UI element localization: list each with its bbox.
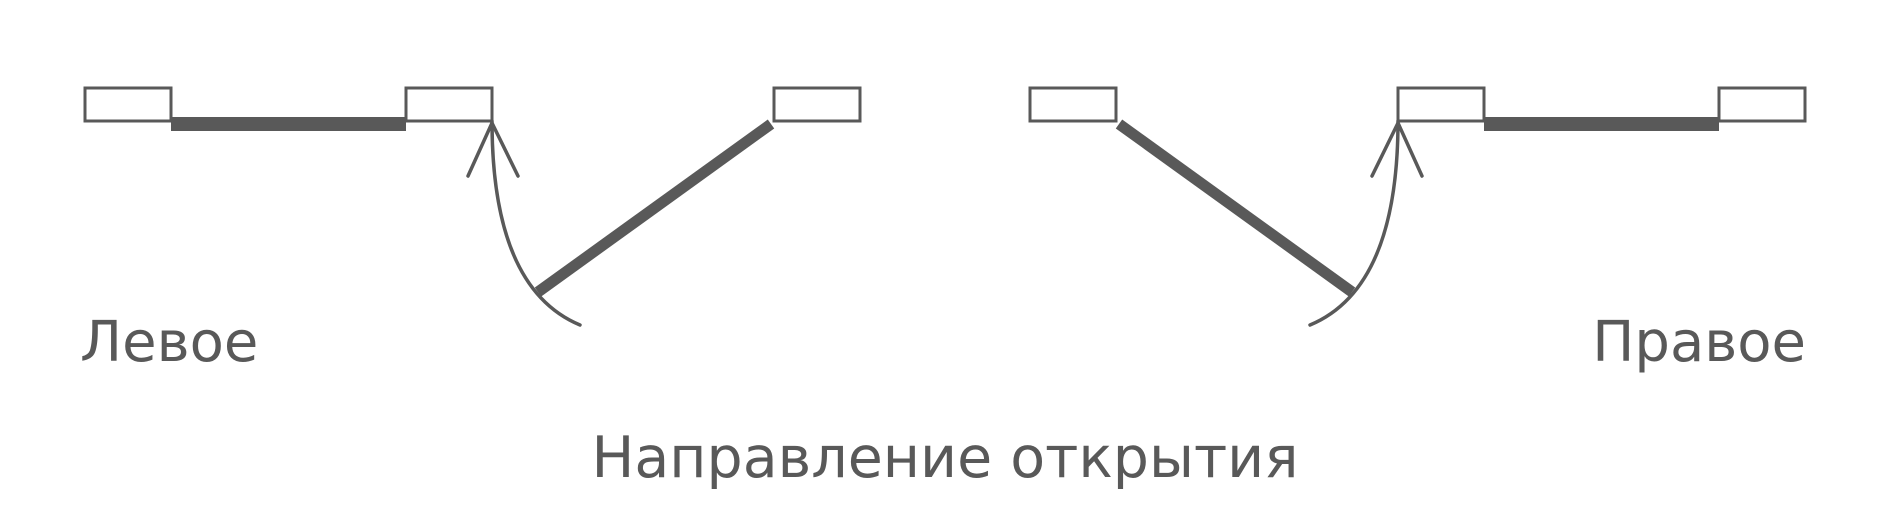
right-wall-block-far: [1028, 86, 1118, 123]
left-swing-arc: [490, 119, 582, 327]
right-arrow-head-icon: [1370, 121, 1424, 178]
right-swing-arc: [1308, 119, 1400, 327]
left-wall-block-inner: [404, 86, 494, 123]
left-wall-block-far: [772, 86, 862, 123]
right-door-group: [1028, 86, 1807, 327]
right-wall-block-outer: [1717, 86, 1807, 123]
right-wall-block-inner: [1396, 86, 1486, 123]
left-label: Левое: [80, 310, 258, 375]
right-door-open-leaf: [1115, 119, 1356, 297]
right-door-closed-leaf: [1484, 117, 1719, 131]
left-arrow-head-icon: [466, 121, 520, 178]
left-door-closed-leaf: [171, 117, 406, 131]
left-wall-block-outer: [83, 86, 173, 123]
left-door-group: [83, 86, 862, 327]
right-label: Правое: [1592, 310, 1806, 375]
diagram-caption: Направление открытия: [592, 425, 1299, 491]
left-door-open-leaf: [534, 119, 775, 297]
